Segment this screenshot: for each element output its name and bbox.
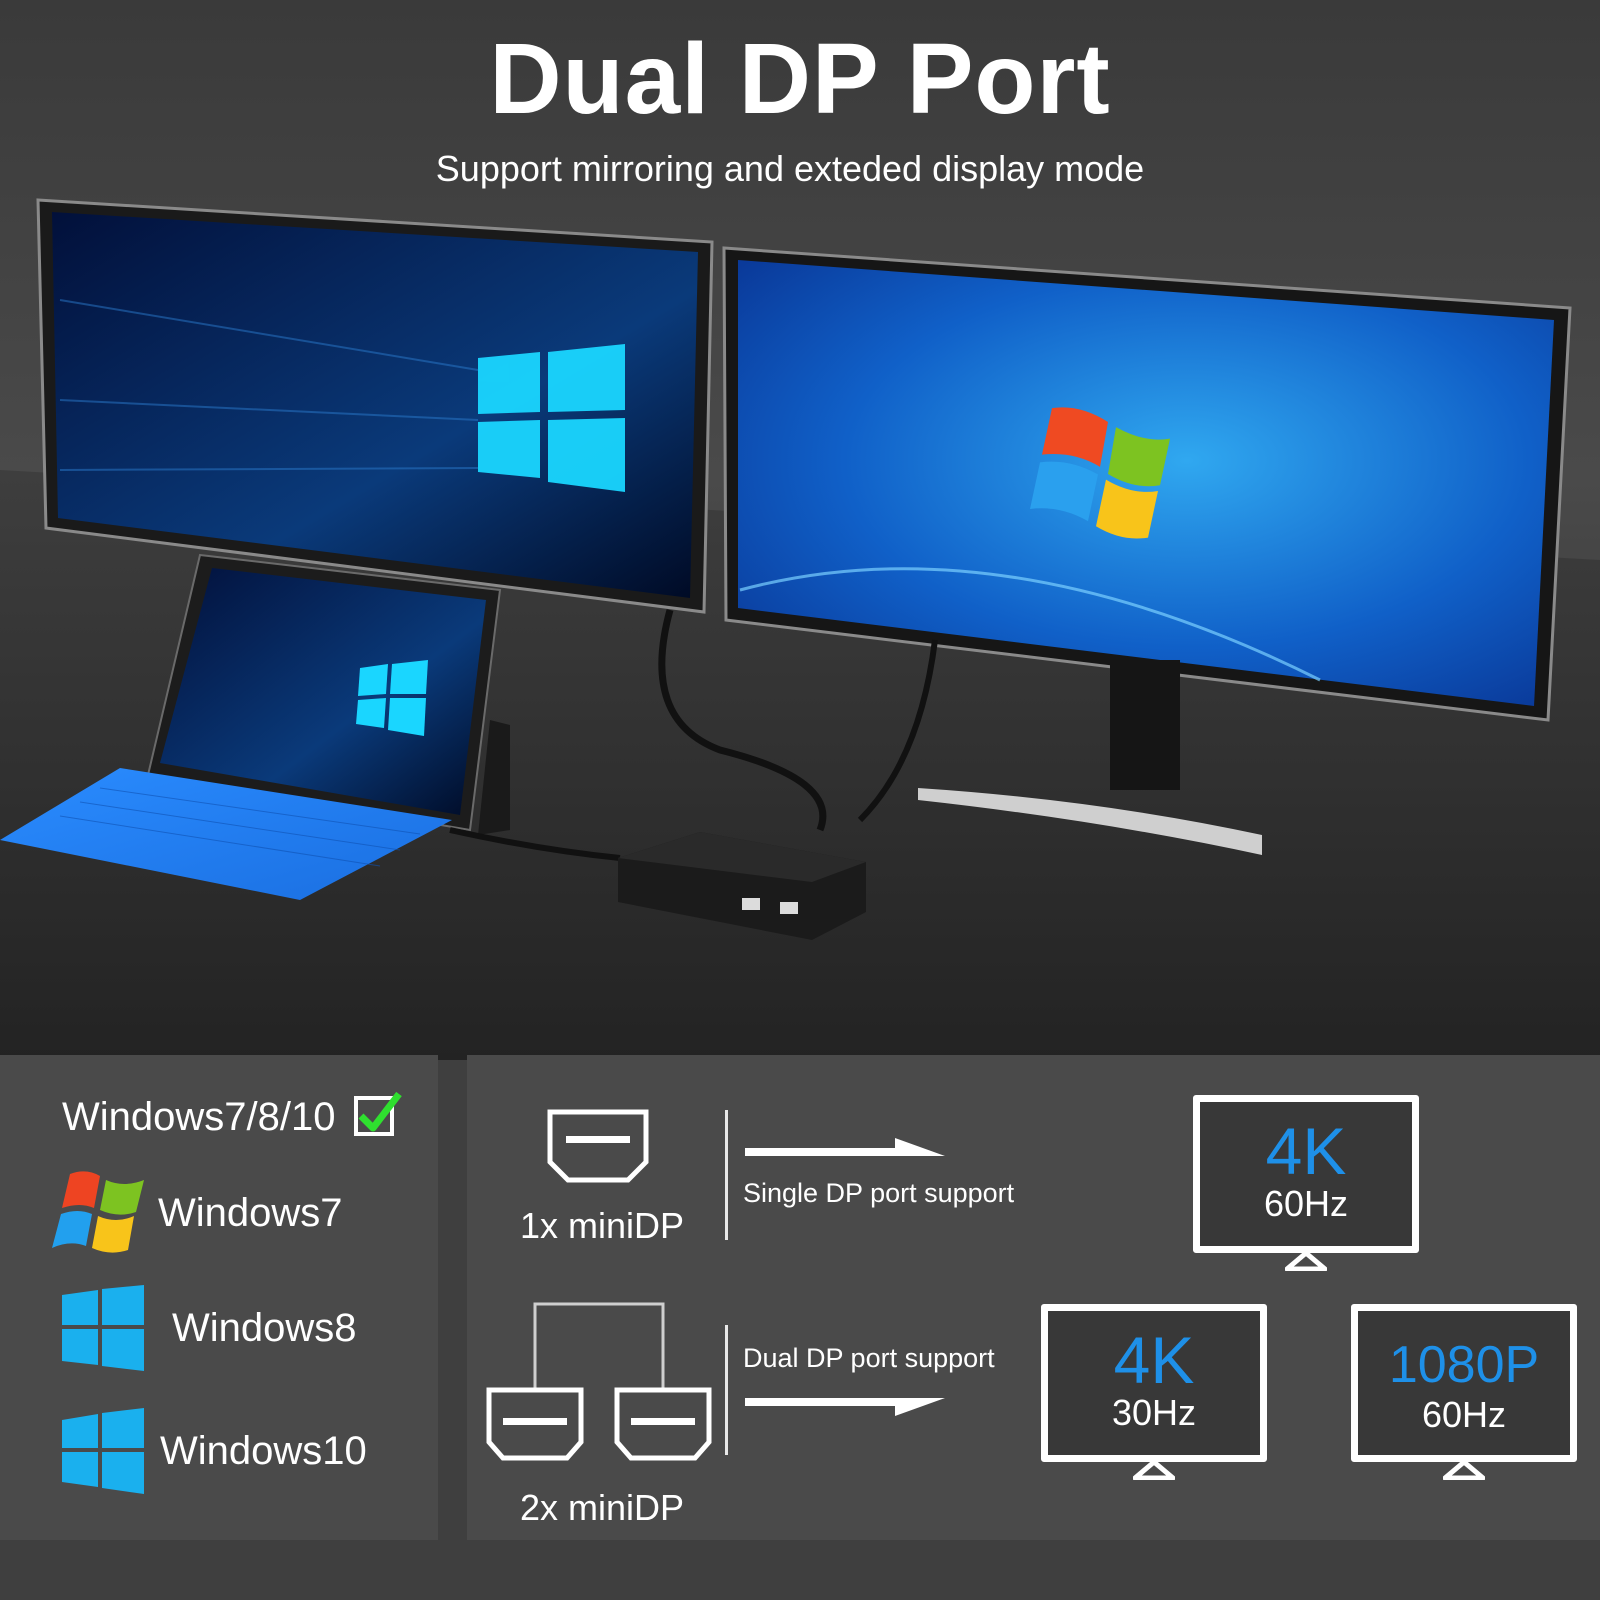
os-item-windows8: Windows8 — [62, 1285, 357, 1371]
monitor-resolution: 4K — [1265, 1114, 1347, 1188]
page-subtitle: Support mirroring and exteded display mo… — [435, 148, 1145, 189]
minidp-port-icon — [547, 1109, 649, 1183]
dual-minidp-port-icon — [486, 1302, 712, 1461]
product-scene — [0, 0, 1600, 1060]
divider — [725, 1325, 728, 1455]
arrow-right-icon — [745, 1138, 945, 1156]
monitor-resolution: 4K — [1113, 1323, 1195, 1397]
os-item-label: Windows8 — [172, 1305, 357, 1350]
monitor-resolution: 1080P — [1388, 1336, 1540, 1394]
windows8-logo-icon — [62, 1285, 144, 1371]
os-heading-row: Windows7/8/10 — [62, 1091, 403, 1140]
monitor-4k-60hz: 4K 60Hz — [1193, 1095, 1419, 1253]
windows10-logo-icon — [62, 1408, 144, 1494]
single-port-label: 1x miniDP — [520, 1205, 685, 1246]
os-item-windows10: Windows10 — [62, 1408, 367, 1494]
monitor-refresh: 60Hz — [1421, 1394, 1507, 1435]
monitor-refresh: 30Hz — [1111, 1392, 1197, 1433]
monitor-1080p-60hz: 1080P 60Hz — [1351, 1304, 1577, 1462]
monitor-4k-30hz: 4K 30Hz — [1041, 1304, 1267, 1462]
dual-support-label: Dual DP port support — [743, 1343, 995, 1373]
single-support-label: Single DP port support — [743, 1178, 1015, 1208]
monitor-stand-icon — [1133, 1460, 1175, 1480]
os-item-label: Windows7 — [158, 1190, 343, 1235]
divider — [725, 1110, 728, 1240]
monitor-stand-icon — [1443, 1460, 1485, 1480]
check-icon — [354, 1091, 403, 1136]
os-item-label: Windows10 — [160, 1428, 367, 1473]
arrow-right-icon — [745, 1398, 945, 1416]
page-title: Dual DP Port — [489, 23, 1111, 135]
dual-port-label: 2x miniDP — [520, 1487, 685, 1528]
monitor-stand-icon — [1285, 1251, 1327, 1271]
os-heading: Windows7/8/10 — [62, 1095, 336, 1139]
monitor-refresh: 60Hz — [1263, 1183, 1349, 1224]
os-item-windows7: Windows7 — [52, 1168, 343, 1258]
windows7-logo-icon — [52, 1171, 144, 1253]
